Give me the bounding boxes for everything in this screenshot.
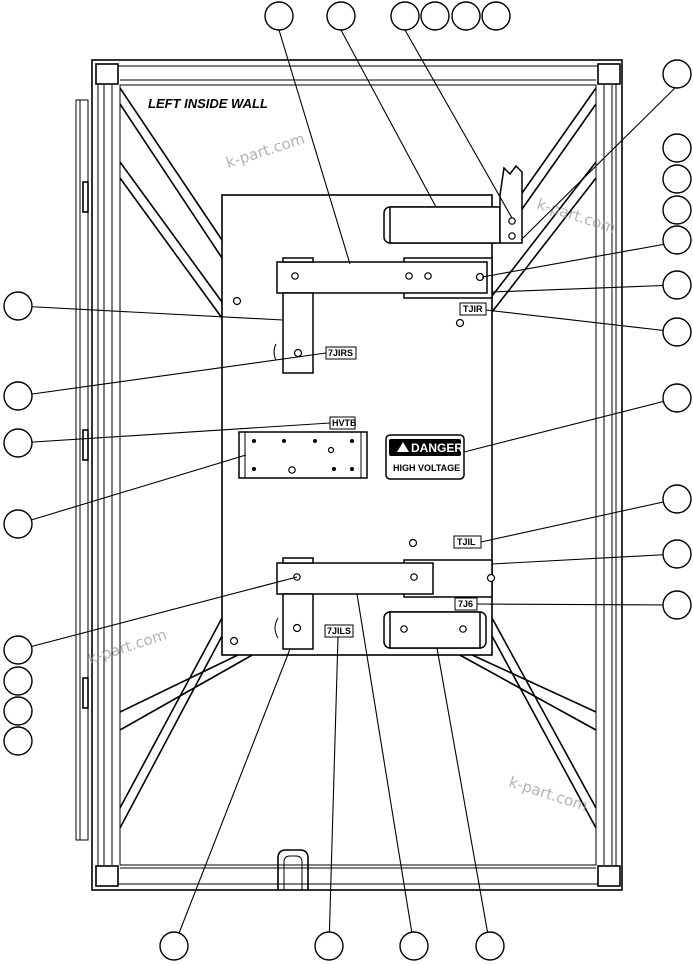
component-labels: TJIR 7JIRS HVTB TJIL 7J6 7JILS xyxy=(324,302,487,638)
callout-bubble xyxy=(662,195,692,225)
callout-bubble xyxy=(662,484,692,514)
leader-lines xyxy=(17,29,678,947)
callout-bubble xyxy=(326,1,356,31)
callout-bubble xyxy=(3,291,33,321)
callout-bubble xyxy=(475,931,505,961)
callout-bubble xyxy=(3,726,33,756)
outer-frame xyxy=(75,59,623,891)
callout-bubble xyxy=(662,383,692,413)
frame-braces xyxy=(119,87,597,829)
callout-bubble xyxy=(662,317,692,347)
callout-bubbles xyxy=(3,1,692,961)
label-tjil: TJIL xyxy=(457,537,476,547)
callout-bubble xyxy=(3,666,33,696)
label-7j6: 7J6 xyxy=(458,599,473,609)
watermark-2: k-part.com xyxy=(535,195,618,237)
upper-right-busbar xyxy=(383,164,523,244)
lower-busbar xyxy=(274,557,496,650)
callout-bubble xyxy=(3,635,33,665)
top-busbar xyxy=(273,257,493,374)
callout-bubble xyxy=(3,381,33,411)
callout-bubble xyxy=(3,696,33,726)
warning-body: HIGH VOLTAGE xyxy=(393,463,460,473)
callout-bubble xyxy=(314,931,344,961)
callout-bubble xyxy=(662,225,692,255)
callout-bubble xyxy=(159,931,189,961)
hv-terminal-block xyxy=(238,431,368,479)
callout-bubble xyxy=(662,539,692,569)
callout-bubble xyxy=(662,59,692,89)
label-hvtb: HVTB xyxy=(332,418,357,428)
callout-bubble xyxy=(662,590,692,620)
callout-bubble xyxy=(662,164,692,194)
callout-bubble xyxy=(662,133,692,163)
callout-bubble xyxy=(264,1,294,31)
diagram-title: LEFT INSIDE WALL xyxy=(148,96,268,111)
callout-bubble xyxy=(451,1,481,31)
callout-bubble xyxy=(420,1,450,31)
label-7jirs: 7JIRS xyxy=(328,348,353,358)
callout-bubble xyxy=(390,1,420,31)
warning-header: DANGER xyxy=(411,441,463,455)
danger-high-voltage-sign: DANGER HIGH VOLTAGE xyxy=(385,434,465,480)
callout-bubble xyxy=(3,509,33,539)
label-tjir: TJIR xyxy=(463,304,483,314)
label-7jils: 7JILS xyxy=(327,626,351,636)
watermark-1: k-part.com xyxy=(224,129,307,171)
watermark-4: k-part.com xyxy=(507,773,590,815)
callout-bubble xyxy=(481,1,511,31)
callout-bubble xyxy=(3,428,33,458)
callout-bubble xyxy=(662,270,692,300)
callout-bubble xyxy=(399,931,429,961)
